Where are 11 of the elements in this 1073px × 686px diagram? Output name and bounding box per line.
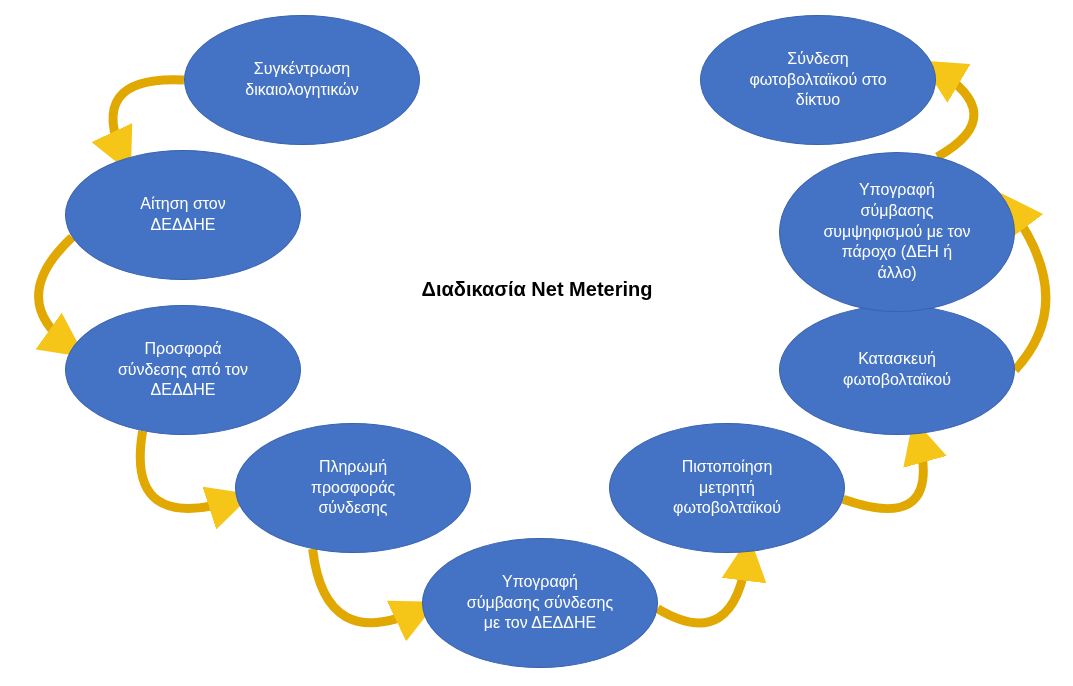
step-label: Υπογραφή σύμβασης συμψηφισμού με τον πάροχο (ΔΕΗ ή άλλο) [822,180,972,284]
step-label: Σύνδεση φωτοβολταϊκού στο δίκτυο [748,48,888,111]
step-label: Συγκέντρωση δικαιολογητικών [244,59,360,100]
step-label: Κατασκευή φωτοβολταϊκού [842,349,952,390]
diagram-title: Διαδικασία Net Metering [420,278,654,301]
step-label: Υπογραφή σύμβασης σύνδεσης με τον ΔΕΔΔΗΕ [465,571,615,634]
step-label: Αίτηση στον ΔΕΔΔΗΕ [139,194,227,235]
step-label: Πληρωμή προσφοράς σύνδεσης [309,456,397,519]
step-label: Πιστοποίηση μετρητή φωτοβολταϊκού [672,456,782,519]
step-label: Προσφορά σύνδεσης από τον ΔΕΔΔΗΕ [116,338,250,401]
curved-arrow [998,191,1051,373]
